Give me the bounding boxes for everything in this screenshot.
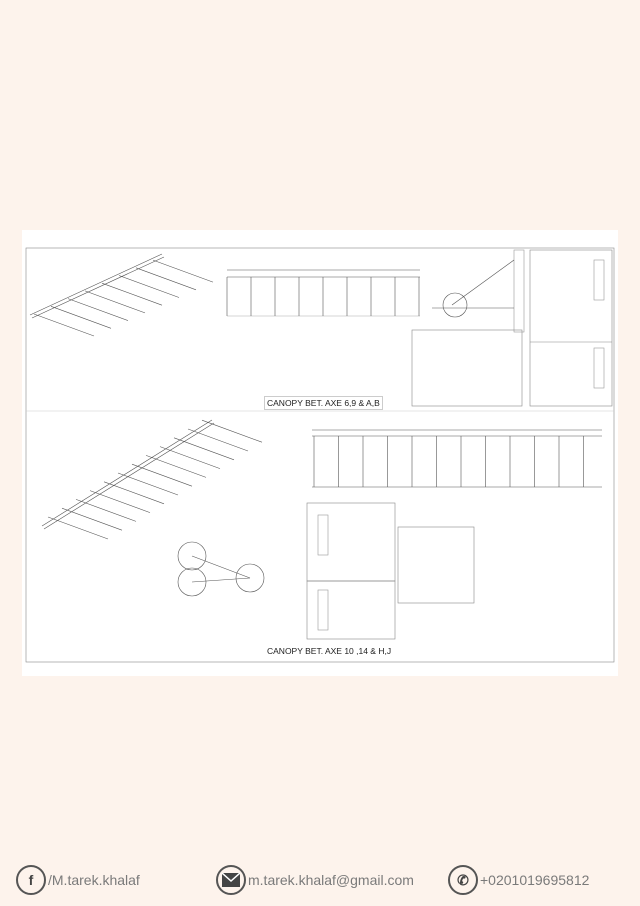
cad-drawing bbox=[25, 247, 615, 663]
drawing-line bbox=[50, 306, 112, 329]
facebook-icon: f bbox=[16, 865, 46, 895]
email-contact[interactable]: m.tarek.khalaf@gmail.com bbox=[216, 862, 414, 898]
drawing-line bbox=[33, 313, 95, 337]
drawing-line bbox=[159, 446, 221, 469]
drawing-line bbox=[131, 463, 193, 487]
drawing-line bbox=[145, 455, 207, 478]
drawing-line bbox=[47, 516, 109, 540]
drawing-line bbox=[75, 499, 137, 522]
phone-contact[interactable]: ✆ +020101969581​2 bbox=[448, 862, 589, 898]
section-bottom bbox=[177, 541, 265, 597]
drawing-line bbox=[103, 481, 165, 505]
phone-number: +020101969581​2 bbox=[480, 872, 590, 888]
envelope-icon bbox=[216, 865, 246, 895]
drawing-title-bottom: CANOPY BET. AXE 10 ,14 & H,J bbox=[265, 645, 394, 657]
iso-view-top bbox=[29, 253, 165, 319]
drawing-line bbox=[84, 290, 146, 314]
drawing-line bbox=[201, 419, 263, 443]
drawing-sheet: CANOPY BET. AXE 6,9 & A,B CANOPY BET. AX… bbox=[22, 230, 618, 676]
plan-view-bottom bbox=[312, 429, 602, 488]
drawing-line bbox=[152, 259, 214, 283]
plan-view-top bbox=[227, 269, 420, 317]
drawing-line bbox=[101, 282, 163, 306]
drawing-line bbox=[89, 490, 151, 513]
drawing-line bbox=[187, 428, 249, 452]
facebook-handle: /M.tarek.khalaf bbox=[48, 872, 140, 888]
facebook-contact[interactable]: f /M.tarek.khalaf bbox=[16, 862, 140, 898]
drawing-line bbox=[117, 472, 179, 496]
section-a bbox=[432, 249, 525, 333]
drawing-title-top: CANOPY BET. AXE 6,9 & A,B bbox=[264, 396, 383, 410]
phone-icon: ✆ bbox=[448, 865, 478, 895]
drawing-line bbox=[173, 437, 235, 461]
drawing-line bbox=[67, 298, 129, 321]
drawing-line bbox=[135, 267, 197, 291]
drawing-line bbox=[118, 275, 180, 298]
drawing-line bbox=[61, 507, 123, 531]
iso-view-bottom bbox=[41, 419, 215, 530]
email-address: m.tarek.khalaf@gmail.com bbox=[248, 872, 414, 888]
